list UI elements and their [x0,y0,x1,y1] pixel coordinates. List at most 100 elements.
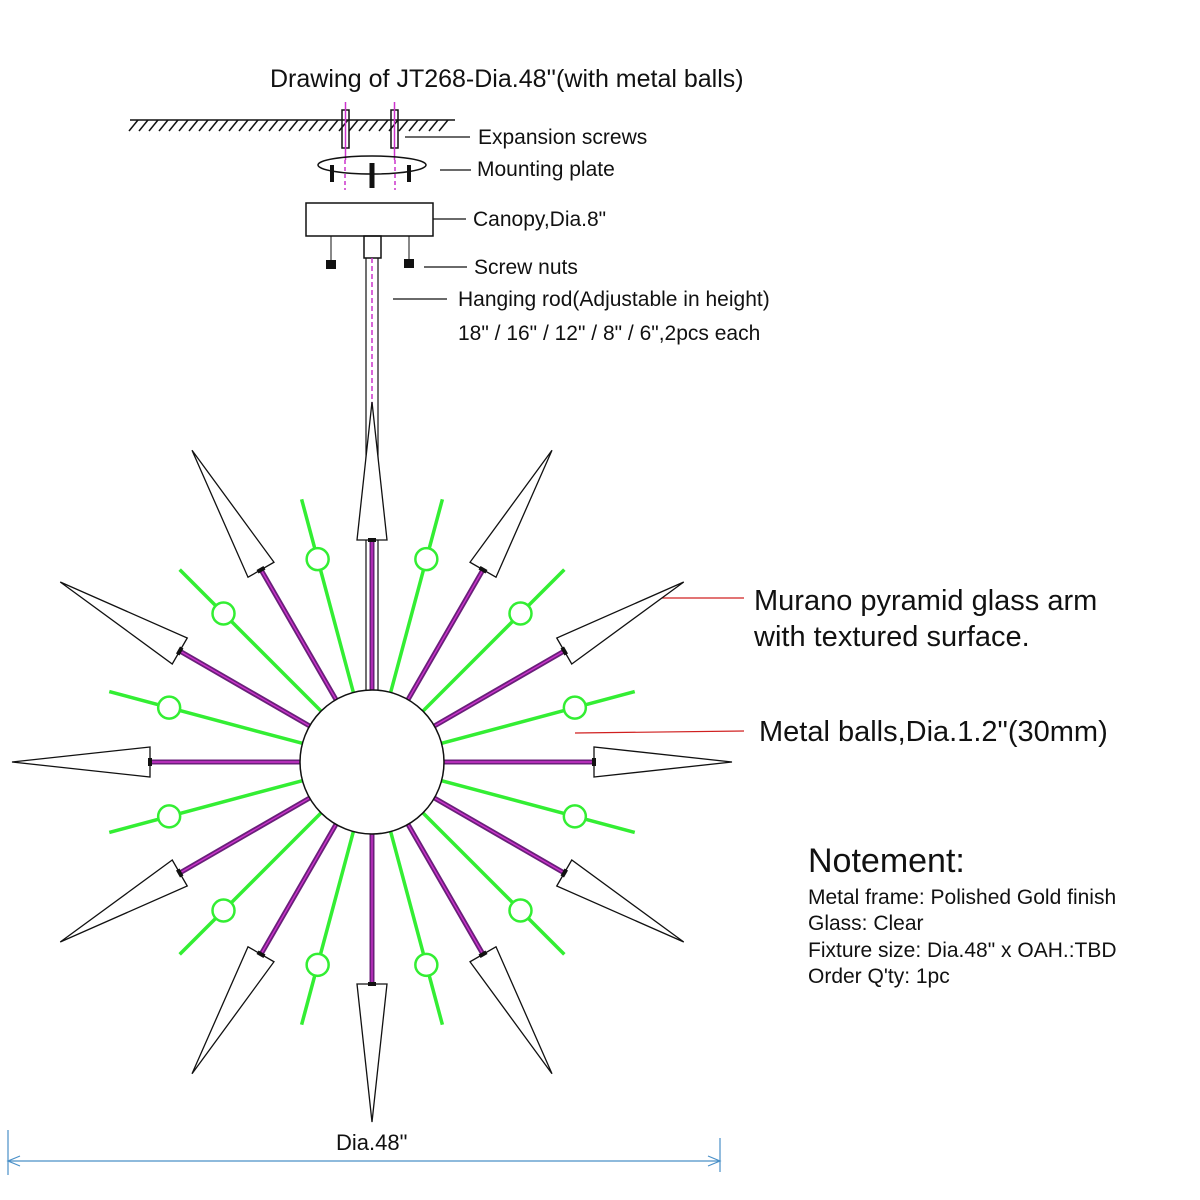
ball-arm [178,811,323,956]
hatch-mark [368,119,379,132]
glass-arm [191,945,275,1075]
frame-arm-highlight [179,797,310,874]
ball-arm [178,568,323,713]
glass-arm [59,581,189,665]
ball-arm [299,831,356,1026]
diameter-label: Dia.48" [336,1130,408,1155]
mounting-plate [317,155,427,190]
glass-arm-holder [256,566,266,574]
frame-arm-highlight [407,569,484,700]
metal-ball [211,601,236,626]
hatch-mark [268,119,279,132]
hatch-mark [188,119,199,132]
label-mounting-plate: Mounting plate [477,158,615,181]
hatch-mark [338,119,349,132]
hatch-mark [408,119,419,132]
hatch-mark [248,119,259,132]
hatch-mark [238,119,249,132]
metal-ball [305,952,330,978]
note-item: Metal frame: Polished Gold finish [808,886,1117,909]
glass-arm-holder [176,646,184,656]
frame-arm-highlight [434,650,565,727]
hatch-mark [138,119,149,132]
glass-arm [191,449,275,579]
label-glass-arm: Murano pyramid glass arm with textured s… [754,583,1097,656]
central-hub [299,689,445,835]
frame-arm-highlight [179,650,310,727]
glass-arm [356,401,388,541]
leader-lines [393,136,471,300]
hatch-mark [168,119,179,132]
metal-ball [508,898,533,923]
glass-arm-holder [478,566,488,574]
hatch-mark [198,119,209,132]
metal-ball [211,898,236,923]
diameter-dimension-line [6,1130,722,1175]
hatch-mark [278,119,289,132]
frame-arm-highlight [260,569,337,700]
label-expansion-screws: Expansion screws [478,126,648,149]
screw-nuts [326,259,414,269]
canopy-body [305,202,434,237]
hatch-mark [218,119,229,132]
frame-arm-highlight [260,824,337,955]
metal-ball [562,804,588,829]
hatch-mark [308,119,319,132]
metal-ball [508,601,533,626]
ceiling-hatch [128,119,455,132]
hatch-mark [128,119,139,132]
metal-ball [562,695,588,720]
ball-arm [441,778,636,835]
hatch-mark [438,119,449,132]
hatch-mark [258,119,269,132]
expansion-screws [341,102,399,160]
chandelier-arms [11,401,733,1123]
glass-arm-holder [560,646,568,656]
note-item: Order Q'ty: 1pc [808,964,950,988]
glass-arm-holder [176,868,184,878]
drawing-title: Drawing of JT268-Dia.48''(with metal bal… [270,65,744,93]
metal-ball [305,546,330,572]
hatch-mark [378,119,389,132]
metal-ball [414,952,439,978]
glass-arm [555,859,685,943]
ball-arm [108,689,303,746]
metal-ball [156,695,182,720]
ball-arm [388,498,445,693]
glass-arm-holder [478,950,488,958]
ball-arm [421,568,566,713]
glass-arm [555,581,685,665]
ball-arm [299,498,356,693]
glass-arm [356,983,388,1123]
glass-arm [59,859,189,943]
label-glass-arm-line2: with textured surface. [754,621,1030,654]
hatch-mark [318,119,329,132]
hatch-mark [228,119,239,132]
hatch-mark [158,119,169,132]
hatch-mark [178,119,189,132]
label-hanging-rod: Hanging rod(Adjustable in height) [458,288,770,311]
ball-arm [441,689,636,746]
glass-arm [469,945,553,1075]
hatch-mark [428,119,439,132]
glass-arm [593,746,733,778]
notes-title: Notement: [808,842,965,880]
label-metal-balls: Metal balls,Dia.1.2"(30mm) [759,716,1108,748]
label-rod-lengths: 18" / 16" / 12" / 8" / 6",2pcs each [458,322,761,345]
glass-arm [11,746,151,778]
hatch-mark [298,119,309,132]
hatch-mark [148,119,159,132]
ball-arm [421,811,566,956]
hatch-mark [418,119,429,132]
ball-arm [388,831,445,1026]
label-screw-nuts: Screw nuts [474,256,578,279]
hatch-mark [328,119,339,132]
glass-arm [469,449,553,579]
hatch-mark [348,119,359,132]
glass-arm-holder [560,868,568,878]
label-glass-arm-line1: Murano pyramid glass arm [754,585,1098,617]
label-canopy: Canopy,Dia.8" [473,208,607,231]
frame-arm-highlight [434,797,565,874]
metal-ball [414,546,439,572]
